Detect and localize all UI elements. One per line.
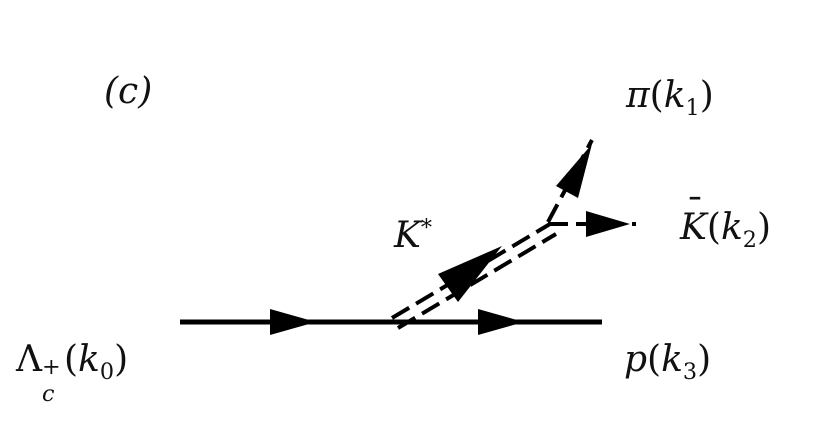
lambda-momentum-sub: 0 bbox=[99, 358, 115, 385]
kaon-bar-momentum-sub: 2 bbox=[742, 226, 757, 253]
kaon-bar-momentum: k bbox=[720, 207, 743, 248]
kstar-sup: * bbox=[420, 214, 433, 241]
lambda-symbol: Λ bbox=[16, 339, 42, 380]
kaon-arrow bbox=[586, 211, 630, 237]
proton-momentum-sub: 3 bbox=[682, 358, 698, 385]
kstar-symbol: K bbox=[394, 215, 421, 256]
baryon-arrow-left bbox=[270, 309, 316, 335]
kstar-label: K* bbox=[394, 214, 433, 256]
kstar-arrow bbox=[438, 246, 502, 302]
panel-label-text: (c) bbox=[104, 71, 153, 112]
proton-momentum: k bbox=[661, 339, 683, 380]
panel-label: (c) bbox=[104, 74, 152, 110]
pion-symbol: π bbox=[626, 75, 650, 116]
kaon-bar-symbol: K bbox=[680, 207, 707, 248]
pion-momentum-sub: 1 bbox=[685, 94, 700, 121]
lambda-momentum: k bbox=[78, 339, 100, 380]
baryon-arrow-right bbox=[478, 309, 524, 335]
pion-arrow bbox=[556, 144, 592, 198]
kaon-bar-label: K¯(k2) bbox=[680, 191, 772, 253]
pion-momentum: k bbox=[663, 75, 686, 116]
lambda-c-label: Λ+c(k0) bbox=[16, 339, 129, 408]
kaon-bar-overline: ¯ bbox=[686, 191, 704, 233]
proton-label: p(k3) bbox=[624, 339, 712, 385]
pion-label: π(k1) bbox=[626, 75, 714, 121]
proton-symbol: p bbox=[624, 339, 648, 380]
